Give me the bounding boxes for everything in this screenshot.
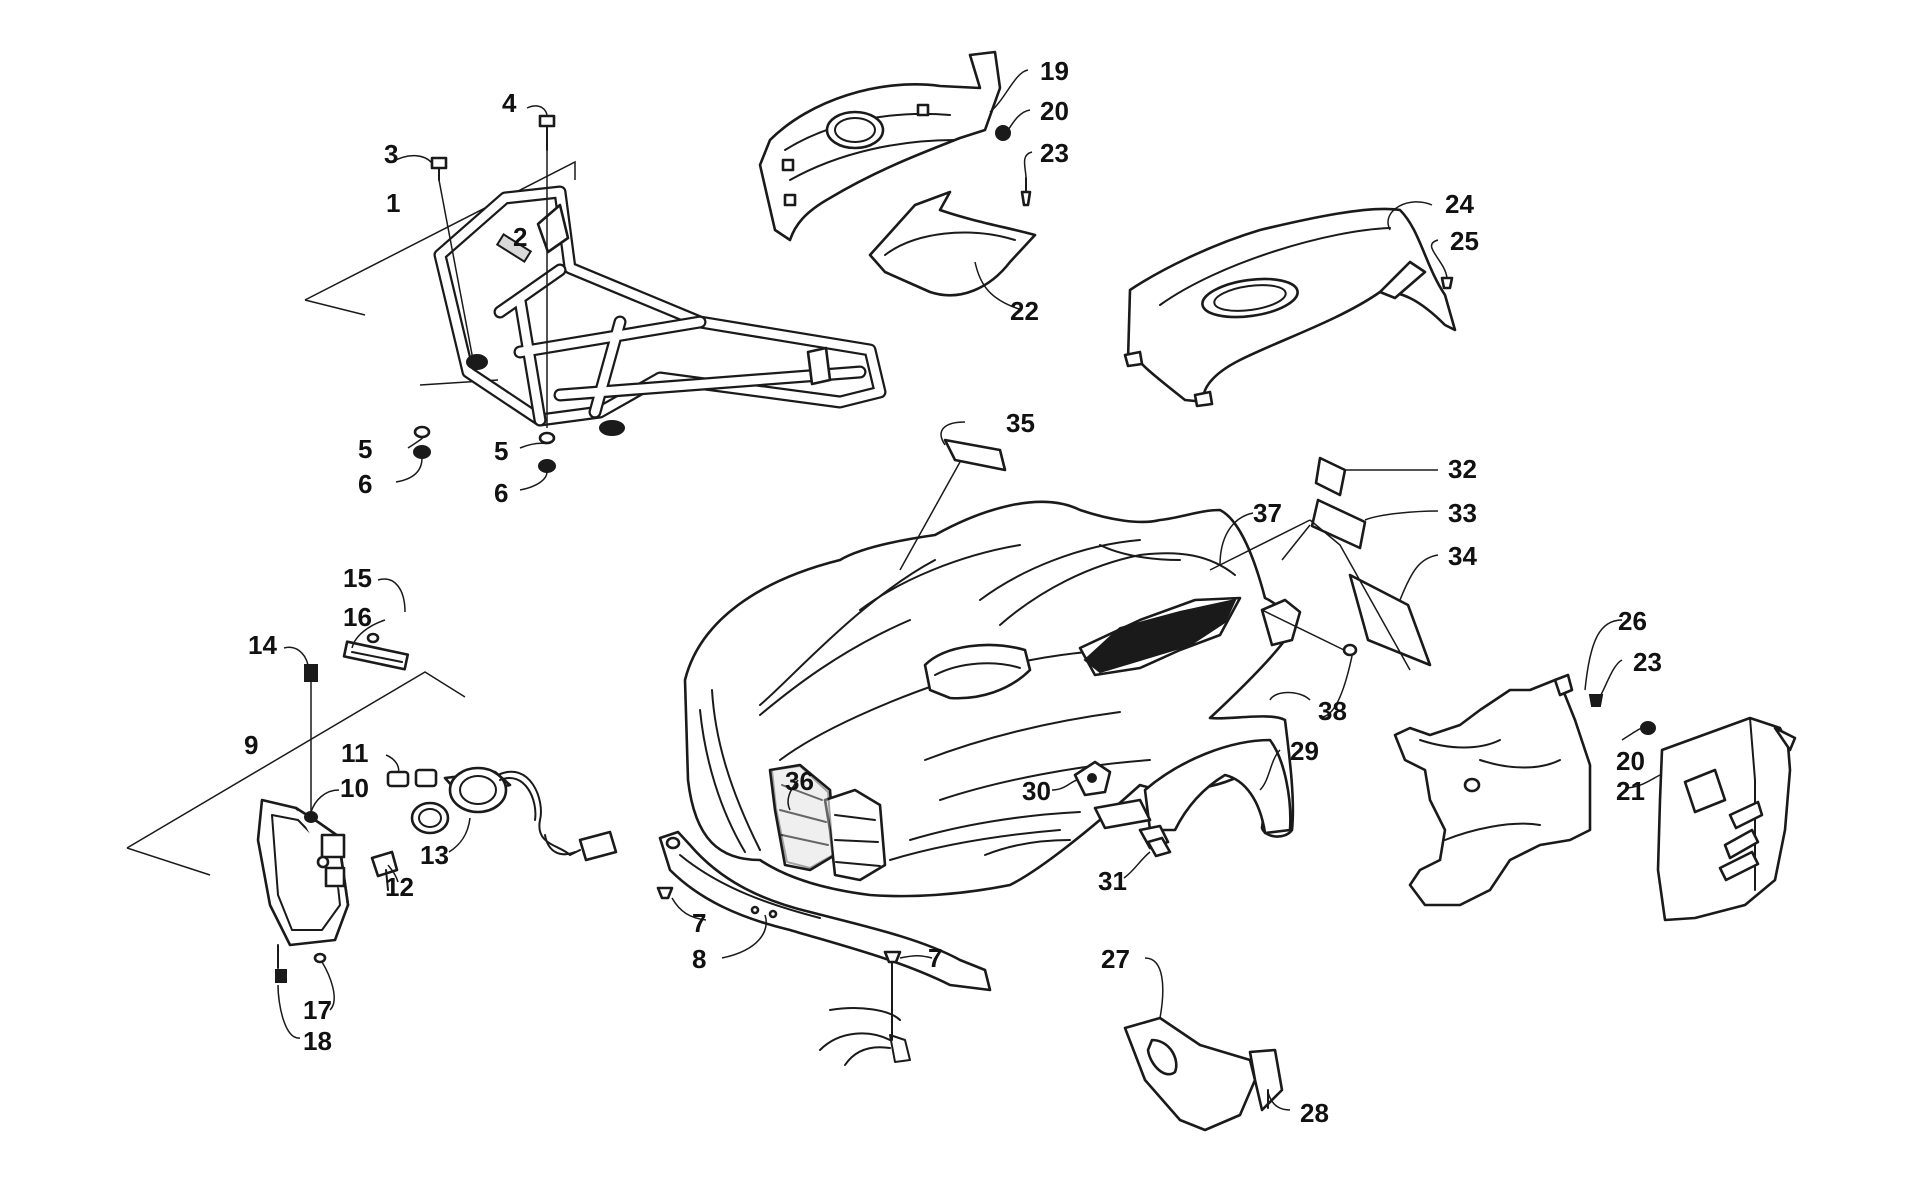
side-panel-21 <box>1656 716 1797 922</box>
callout-8: 8 <box>692 944 706 974</box>
callout-10: 10 <box>340 773 369 803</box>
front-body <box>683 500 1302 898</box>
callout-35: 35 <box>1006 408 1035 438</box>
callout-2: 2 <box>513 222 527 252</box>
callout-3: 3 <box>384 139 398 169</box>
callout-9: 9 <box>244 730 258 760</box>
decal-36 <box>770 764 835 870</box>
callout-29: 29 <box>1290 736 1319 766</box>
frame-sketch <box>819 1007 911 1066</box>
callout-23b: 23 <box>1633 647 1662 677</box>
callout-1: 1 <box>386 188 400 218</box>
front-rack <box>304 160 887 436</box>
callout-21: 21 <box>1616 776 1645 806</box>
callout-20a: 20 <box>1040 96 1069 126</box>
center-panel-24 <box>1123 207 1457 408</box>
plate-30 <box>1073 760 1112 797</box>
bolt-3 <box>430 156 475 366</box>
front-bumper-8 <box>658 830 992 992</box>
callout-16: 16 <box>343 602 372 632</box>
callout-26: 26 <box>1618 606 1647 636</box>
bulb-socket-harness <box>370 766 618 891</box>
callout-27: 27 <box>1101 944 1130 974</box>
washer-nut-set <box>413 425 556 473</box>
callout-17: 17 <box>303 995 332 1025</box>
callout-34: 34 <box>1448 541 1477 571</box>
panel-22 <box>868 190 1037 297</box>
clip-14 <box>304 664 318 682</box>
bolt-7a <box>656 886 674 900</box>
headlight-assembly <box>126 671 466 983</box>
decal-33 <box>1310 498 1367 550</box>
leader-lines <box>277 69 1661 1111</box>
callout-28: 28 <box>1300 1098 1329 1128</box>
callout-4: 4 <box>502 88 517 118</box>
callout-38: 38 <box>1318 696 1347 726</box>
callout-37: 37 <box>1253 498 1282 528</box>
callout-11: 11 <box>341 738 369 768</box>
callout-23a: 23 <box>1040 138 1069 168</box>
callout-7a: 7 <box>692 908 706 938</box>
callout-25: 25 <box>1450 226 1479 256</box>
callout-labels: 1 2 3 4 5 5 6 6 7 7 8 9 10 11 12 13 14 1… <box>244 56 1662 1128</box>
decal-35 <box>899 438 1007 571</box>
skid-panel-27 <box>1123 1016 1284 1132</box>
callout-7b: 7 <box>928 943 942 973</box>
callout-30: 30 <box>1022 776 1051 806</box>
clip-23a <box>1020 177 1032 207</box>
callout-18: 18 <box>303 1026 332 1056</box>
callout-6a: 6 <box>358 469 372 499</box>
callout-24: 24 <box>1445 189 1474 219</box>
screw-25 <box>1440 276 1454 290</box>
callout-32: 32 <box>1448 454 1477 484</box>
callout-22: 22 <box>1010 296 1039 326</box>
clip-38 <box>1261 609 1358 657</box>
upper-panel-19 <box>758 50 1011 242</box>
callout-33: 33 <box>1448 498 1477 528</box>
callout-12: 12 <box>385 872 414 902</box>
callout-31: 31 <box>1098 866 1127 896</box>
callout-6b: 6 <box>494 478 508 508</box>
fender-29 <box>1143 738 1292 835</box>
callout-13: 13 <box>420 840 449 870</box>
callout-36: 36 <box>785 766 814 796</box>
bolt-7b <box>883 950 902 1041</box>
reflector-16 <box>342 632 410 671</box>
side-panel-26 <box>1393 673 1592 907</box>
callout-19: 19 <box>1040 56 1069 86</box>
callout-14: 14 <box>248 630 277 660</box>
callout-5b: 5 <box>494 436 508 466</box>
callout-20b: 20 <box>1616 746 1645 776</box>
tow-hook-31 <box>1093 798 1172 858</box>
callout-15: 15 <box>343 563 372 593</box>
callout-5a: 5 <box>358 434 372 464</box>
decal-32 <box>1314 456 1347 497</box>
decal-34 <box>1348 573 1432 667</box>
nut-20b <box>1640 721 1656 735</box>
